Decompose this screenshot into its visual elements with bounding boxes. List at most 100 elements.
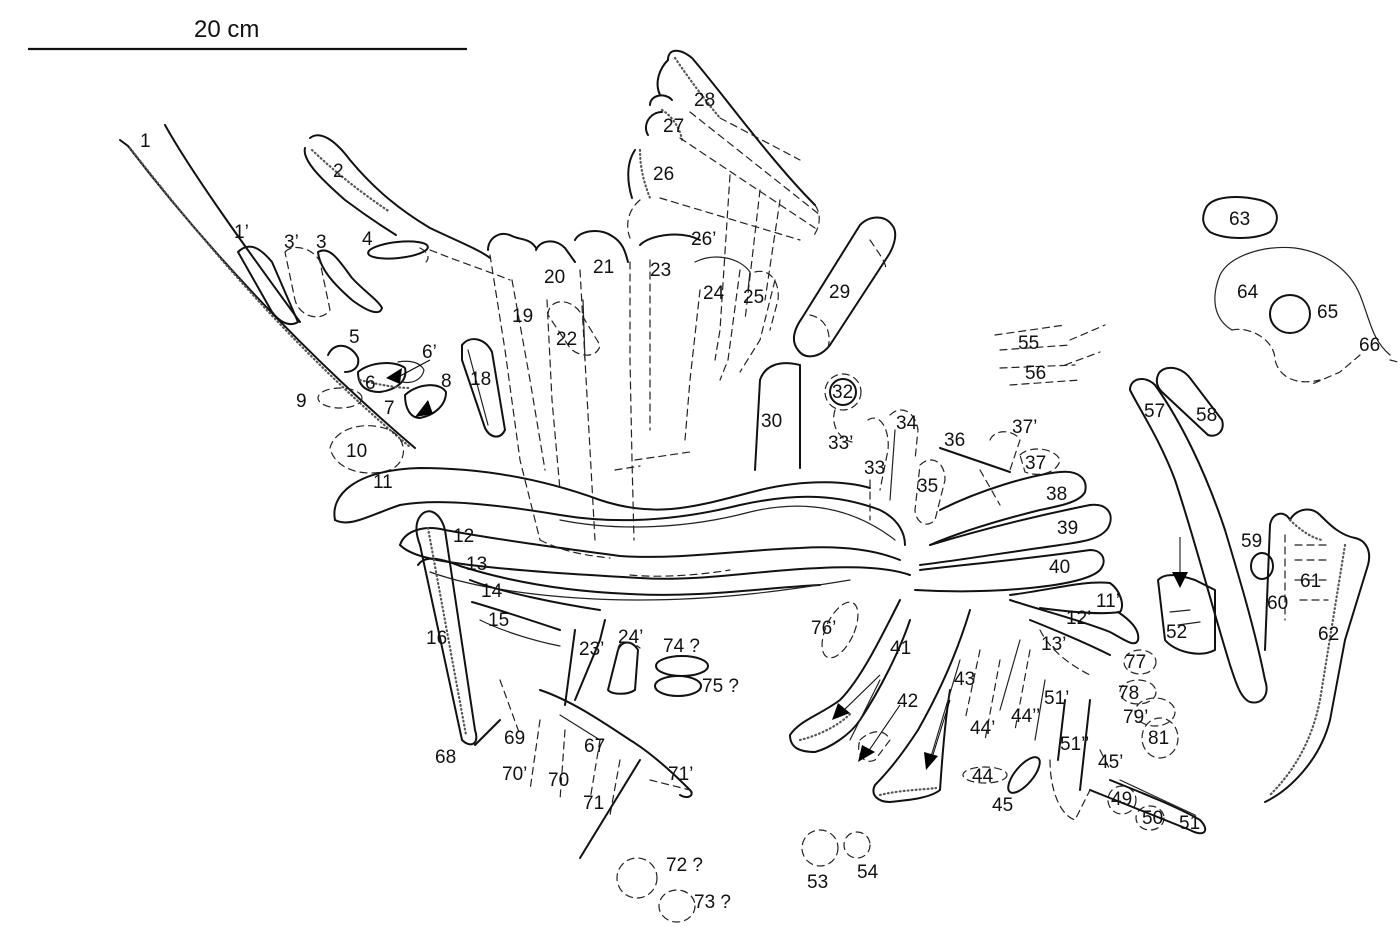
label-26: 26 xyxy=(653,164,674,185)
label-27: 27 xyxy=(663,116,684,137)
label-81: 81 xyxy=(1148,728,1169,749)
label-70-prime: 70’ xyxy=(502,764,527,785)
label-61: 61 xyxy=(1300,571,1321,592)
label-64: 64 xyxy=(1237,282,1259,303)
label-66: 66 xyxy=(1359,335,1380,356)
arrow-icon xyxy=(924,699,951,770)
label-65: 65 xyxy=(1317,302,1338,323)
scale-bar: 20 cm xyxy=(28,16,467,51)
label-33: 33 xyxy=(864,458,885,479)
label-53: 53 xyxy=(807,872,828,893)
label-45-prime: 45’ xyxy=(1098,752,1123,773)
label-7: 7 xyxy=(384,398,395,419)
label-71-prime: 71’ xyxy=(668,764,693,785)
arrow-icon xyxy=(386,359,431,384)
label-9: 9 xyxy=(296,391,307,412)
arrow-icon xyxy=(1172,537,1188,588)
label-71: 71 xyxy=(583,793,604,814)
label-18: 18 xyxy=(470,369,491,390)
label-3-prime: 3’ xyxy=(284,232,299,253)
label-37: 37 xyxy=(1025,453,1046,474)
label-42: 42 xyxy=(897,691,918,712)
bone-outlines xyxy=(119,49,1399,923)
label-40: 40 xyxy=(1049,557,1070,578)
label-73: 73 ? xyxy=(694,892,731,913)
label-32: 32 xyxy=(832,382,853,403)
arrow-icon xyxy=(415,400,433,417)
label-51: 51 xyxy=(1179,813,1200,834)
label-39: 39 xyxy=(1057,518,1078,539)
label-45: 45 xyxy=(992,795,1013,816)
label-15: 15 xyxy=(488,610,509,631)
label-29: 29 xyxy=(829,282,850,303)
label-35: 35 xyxy=(917,476,938,497)
arrow-icon xyxy=(832,674,881,720)
label-12-prime: 12’ xyxy=(1066,608,1091,629)
label-79-prime: 79’ xyxy=(1123,707,1148,728)
label-24-prime: 24’ xyxy=(618,627,643,648)
label-11-prime: 11’ xyxy=(1096,591,1120,612)
label-54: 54 xyxy=(857,862,879,883)
label-56: 56 xyxy=(1025,363,1046,384)
label-44: 44 xyxy=(972,766,994,787)
label-68: 68 xyxy=(435,747,456,768)
label-51-double-prime: 51’’ xyxy=(1060,734,1089,755)
label-4: 4 xyxy=(362,229,373,250)
label-3: 3 xyxy=(316,232,327,253)
label-69: 69 xyxy=(504,728,525,749)
label-51-prime: 51’ xyxy=(1044,688,1069,709)
label-6: 6 xyxy=(365,373,376,394)
label-23-prime: 23’ xyxy=(579,639,604,660)
direction-arrows xyxy=(386,359,1188,770)
label-74: 74 ? xyxy=(663,636,700,657)
label-6-prime: 6’ xyxy=(422,342,437,363)
label-44-double-prime: 44’’ xyxy=(1011,706,1040,727)
label-59: 59 xyxy=(1241,531,1262,552)
label-41: 41 xyxy=(890,638,911,659)
label-63: 63 xyxy=(1229,209,1250,230)
label-14: 14 xyxy=(481,581,503,602)
label-24: 24 xyxy=(703,283,725,304)
label-5: 5 xyxy=(349,327,360,348)
label-57: 57 xyxy=(1144,401,1165,422)
label-33-prime: 33’ xyxy=(828,433,853,454)
label-36: 36 xyxy=(944,430,965,451)
label-20: 20 xyxy=(544,267,565,288)
label-30: 30 xyxy=(761,411,782,432)
label-67: 67 xyxy=(584,736,605,757)
label-25: 25 xyxy=(743,287,764,308)
label-75: 75 ? xyxy=(702,676,739,697)
label-62: 62 xyxy=(1318,624,1339,645)
label-23: 23 xyxy=(650,260,671,281)
label-13-prime: 13’ xyxy=(1041,634,1066,655)
label-8: 8 xyxy=(441,371,452,392)
label-49: 49 xyxy=(1111,789,1132,810)
specimen-labels: 1 1’ 2 3’ 3 4 5 6’ 6 7 8 9 10 11 12 13 1… xyxy=(140,90,1380,913)
label-34: 34 xyxy=(896,413,918,434)
label-1: 1 xyxy=(140,131,151,152)
label-78: 78 xyxy=(1118,683,1139,704)
label-50: 50 xyxy=(1142,808,1163,829)
label-37-prime: 37’ xyxy=(1012,417,1037,438)
label-43: 43 xyxy=(954,669,975,690)
label-28: 28 xyxy=(694,90,715,111)
label-1-prime: 1’ xyxy=(234,222,249,243)
label-16: 16 xyxy=(426,628,447,649)
label-11: 11 xyxy=(373,472,393,493)
label-10: 10 xyxy=(346,441,367,462)
label-77: 77 xyxy=(1125,652,1146,673)
label-58: 58 xyxy=(1196,405,1217,426)
arrow-icon xyxy=(858,704,901,762)
label-13: 13 xyxy=(466,554,487,575)
label-2: 2 xyxy=(333,161,344,182)
label-26-prime: 26’ xyxy=(691,229,716,250)
label-55: 55 xyxy=(1018,333,1039,354)
label-44-prime: 44’ xyxy=(970,718,995,739)
label-72: 72 ? xyxy=(666,855,703,876)
label-76-prime: 76’ xyxy=(811,618,836,639)
label-12: 12 xyxy=(453,526,474,547)
label-60: 60 xyxy=(1267,593,1288,614)
label-22: 22 xyxy=(556,329,577,350)
scale-bar-label: 20 cm xyxy=(194,16,259,43)
